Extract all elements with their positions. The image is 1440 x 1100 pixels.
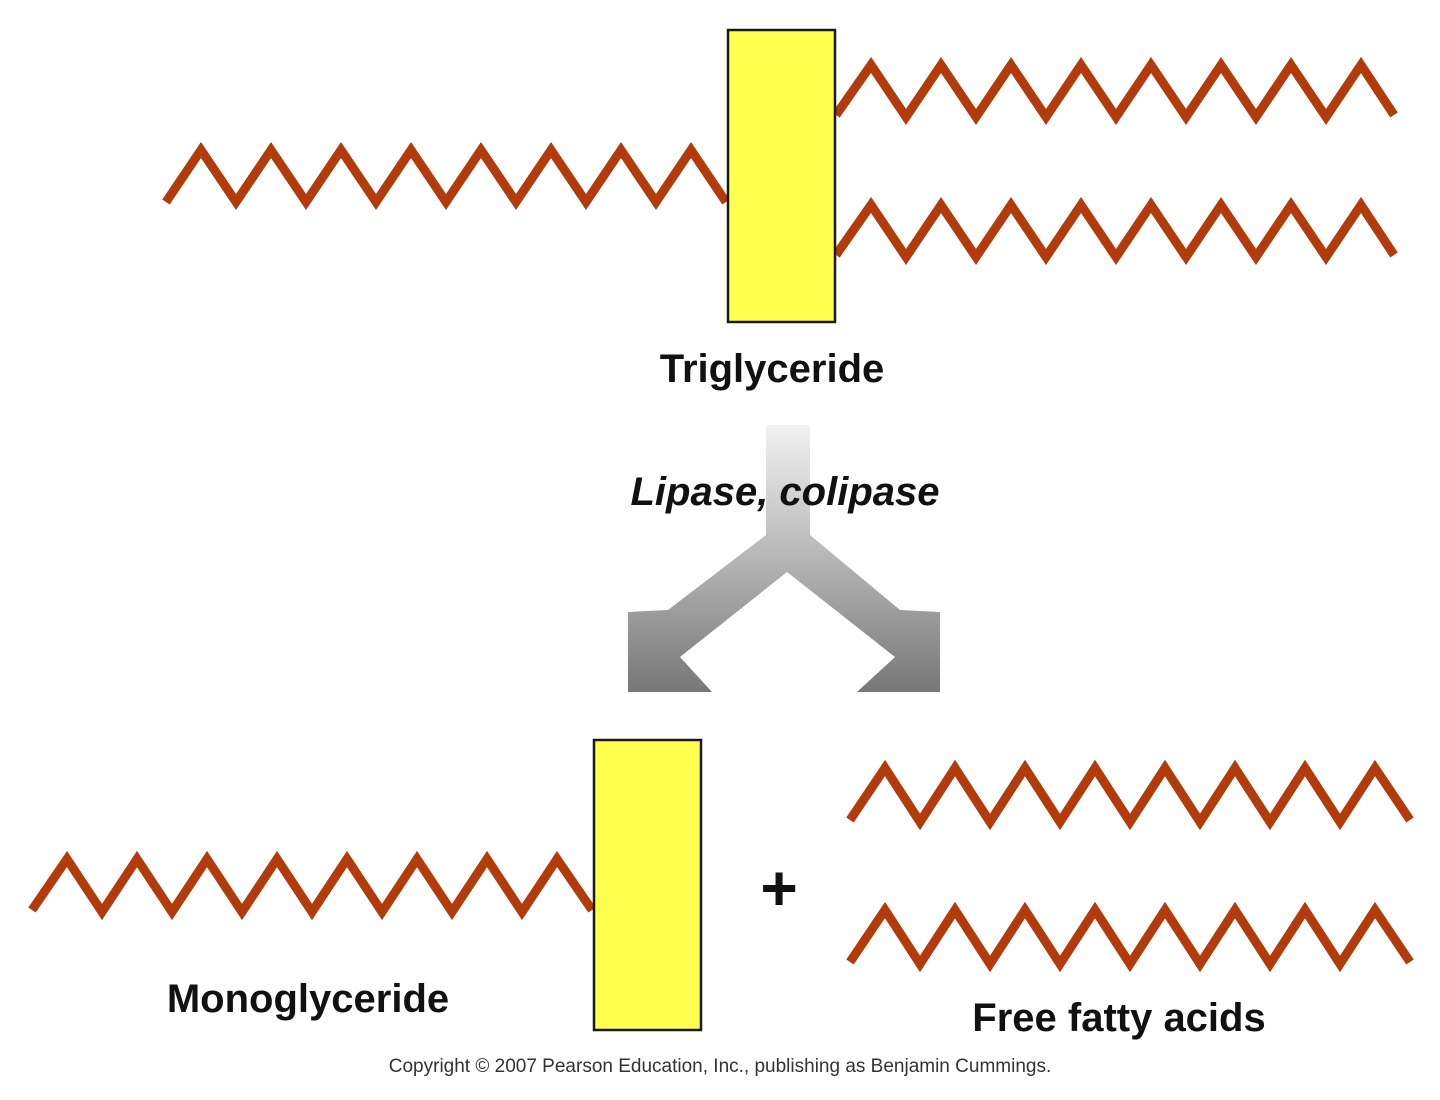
triglyceride-upper-right-chain bbox=[832, 56, 1398, 126]
free-fatty-acids-label: Free fatty acids bbox=[972, 996, 1265, 1040]
triglyceride-label: Triglyceride bbox=[660, 347, 885, 391]
free-fatty-acid-chain-upper bbox=[846, 759, 1414, 831]
monoglyceride-molecule: Monoglyceride bbox=[28, 738, 703, 1032]
split-arrow-icon bbox=[628, 425, 940, 692]
enzyme-label: Lipase, colipase bbox=[630, 470, 939, 514]
monoglyceride-label: Monoglyceride bbox=[167, 977, 449, 1021]
triglyceride-glycerol-backbone bbox=[726, 28, 837, 324]
plus-sign: + bbox=[760, 852, 797, 924]
monoglyceride-glycerol-backbone bbox=[592, 738, 703, 1032]
free-fatty-acid-chain-lower bbox=[846, 901, 1414, 973]
triglyceride-left-chain bbox=[162, 141, 730, 211]
monoglyceride-chain bbox=[28, 850, 596, 921]
copyright-notice: Copyright © 2007 Pearson Education, Inc.… bbox=[389, 1056, 1051, 1077]
triglyceride-lower-right-chain bbox=[832, 196, 1398, 266]
triglyceride-molecule: Triglyceride bbox=[162, 28, 1398, 391]
free-fatty-acids: Free fatty acids bbox=[846, 759, 1414, 1040]
reaction-arrow: Lipase, colipase bbox=[628, 425, 940, 692]
